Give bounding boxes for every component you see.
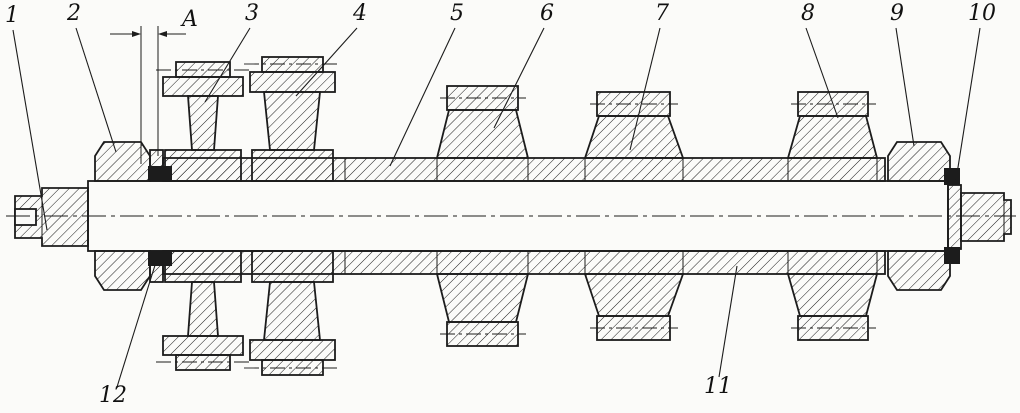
leader-12 xyxy=(116,261,157,388)
left-stub-body xyxy=(14,187,89,247)
dimension-arrow-right xyxy=(158,31,167,37)
gear-3 xyxy=(156,61,250,371)
sleeve-joint-lines xyxy=(344,158,878,274)
right-washer xyxy=(947,184,962,250)
gear-4-web-bottom xyxy=(263,281,321,341)
gear-4-crown-bottom xyxy=(261,359,324,376)
gear-3-rim-bottom xyxy=(162,335,244,356)
gear-8-body-top xyxy=(786,115,879,159)
leader-5 xyxy=(389,27,456,167)
left-stub-slot xyxy=(14,208,37,226)
gear-7 xyxy=(583,91,685,341)
callout-leaders xyxy=(12,27,981,388)
leader-3 xyxy=(204,27,251,103)
dimension-arrow-left xyxy=(132,31,141,37)
gear-6-rim-bottom xyxy=(446,321,519,347)
gear-4-crown-top xyxy=(261,56,324,73)
gear-7-body-bottom xyxy=(583,273,685,317)
gear-7-body-top xyxy=(583,115,685,159)
callout-2: 2 xyxy=(66,1,81,26)
leader-8 xyxy=(805,27,839,119)
gear-4 xyxy=(244,56,341,376)
leader-6 xyxy=(493,27,545,129)
right-nut-top xyxy=(887,141,951,182)
gear-4-hub-bottom xyxy=(251,250,334,283)
right-lock-tab-top xyxy=(944,168,960,185)
callout-5: 5 xyxy=(450,1,464,26)
gear-3-web-top xyxy=(187,95,219,151)
callout-4: 4 xyxy=(352,1,367,26)
lock-tab-bottom xyxy=(148,251,172,266)
gear-3-rim-top xyxy=(162,76,244,97)
right-lock-nut xyxy=(887,141,962,291)
callout-7: 7 xyxy=(655,1,669,26)
right-shaft-end xyxy=(960,192,1012,242)
leader-11 xyxy=(718,265,738,378)
gear-6-body-bottom xyxy=(435,273,530,323)
right-nut-bottom xyxy=(887,250,951,291)
gear-7-rim-bottom xyxy=(596,315,671,341)
callout-9: 9 xyxy=(890,1,904,26)
dimension-label-a: A xyxy=(180,7,198,32)
leader-7 xyxy=(629,27,661,151)
gear-4-web-top xyxy=(263,91,321,151)
callout-1: 1 xyxy=(5,3,19,28)
gear-6-body-top xyxy=(435,109,530,159)
gear-6 xyxy=(435,85,530,347)
gear-4-rim-top xyxy=(249,71,336,93)
callout-11: 11 xyxy=(704,374,732,399)
left-nut-bottom xyxy=(94,250,151,291)
leader-4 xyxy=(295,27,358,97)
gear-3-hub-bottom xyxy=(164,250,242,283)
callout-10: 10 xyxy=(968,1,996,26)
callout-labels: 1 2 3 4 5 6 7 8 9 10 11 12 xyxy=(5,1,996,408)
gear-7-rim-top xyxy=(596,91,671,117)
leader-1 xyxy=(12,29,48,231)
leader-9 xyxy=(895,27,915,147)
gear-4-hub-top xyxy=(251,149,334,182)
left-lock-nut xyxy=(94,141,172,291)
gear-3-web-bottom xyxy=(187,281,219,337)
leader-2 xyxy=(75,27,117,153)
left-nut-top xyxy=(94,141,151,182)
callout-12: 12 xyxy=(99,383,127,408)
right-lock-tab-bottom xyxy=(944,247,960,264)
right-end-body xyxy=(960,192,1012,242)
callout-3: 3 xyxy=(245,1,259,26)
lock-tab-top xyxy=(148,166,172,181)
gear-8 xyxy=(786,91,879,341)
leader-10 xyxy=(955,27,981,181)
gear-3-hub-top xyxy=(164,149,242,182)
gear-6-rim-top xyxy=(446,85,519,111)
left-shaft-end xyxy=(14,187,89,247)
callout-8: 8 xyxy=(801,1,815,26)
gear-4-rim-bottom xyxy=(249,339,336,361)
callout-6: 6 xyxy=(540,1,554,26)
gear-8-body-bottom xyxy=(786,273,879,317)
dimension-a: A xyxy=(110,7,198,164)
gear-3-crown-bottom xyxy=(175,354,231,371)
